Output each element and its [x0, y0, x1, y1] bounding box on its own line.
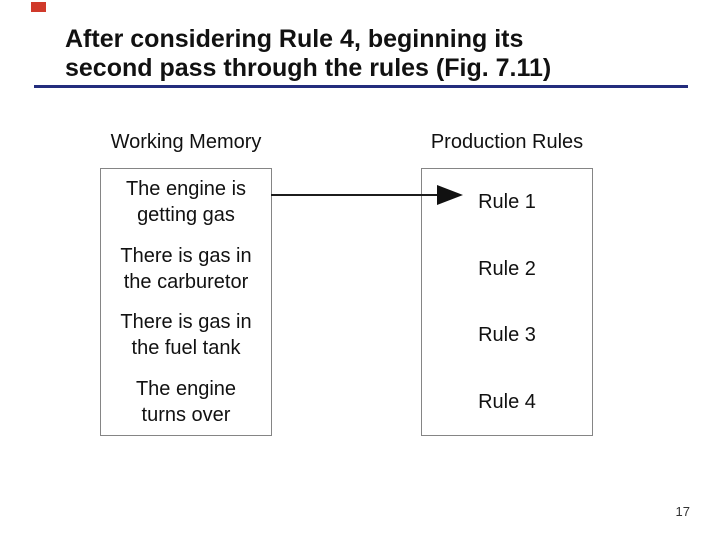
working-memory-item-1: The engine is getting gas — [101, 169, 271, 236]
arrow-head-icon — [437, 185, 463, 205]
rule-2: Rule 2 — [478, 257, 536, 280]
item-text: getting gas — [137, 204, 235, 227]
arrow-line — [271, 194, 438, 196]
title-underline — [34, 85, 688, 88]
item-text: turns over — [141, 403, 231, 426]
item-text: the fuel tank — [131, 337, 241, 360]
working-memory-box: The engine is getting gas There is gas i… — [100, 168, 272, 436]
working-memory-item-4: The engine turns over — [101, 369, 271, 436]
item-text: the carburetor — [123, 270, 249, 293]
rule-4: Rule 4 — [478, 390, 536, 413]
working-memory-item-2: There is gas in the carburetor — [101, 236, 271, 303]
item-text: There is gas in — [120, 244, 252, 267]
production-rules-box: Rule 1 Rule 2 Rule 3 Rule 4 — [421, 168, 593, 436]
slide-title-line-2: second pass through the rules (Fig. 7.11… — [65, 54, 552, 82]
slide-title-line-1: After considering Rule 4, beginning its — [65, 25, 524, 53]
working-memory-item-3: There is gas in the fuel tank — [101, 302, 271, 369]
item-text: The engine — [135, 377, 237, 400]
slide-title: After considering Rule 4, beginning its … — [65, 25, 705, 83]
rule-3: Rule 3 — [478, 324, 536, 347]
page-number: 17 — [675, 504, 690, 519]
production-rules-header: Production Rules — [430, 131, 584, 153]
item-text: There is gas in — [120, 311, 252, 334]
rule-1: Rule 1 — [478, 191, 536, 214]
working-memory-header: Working Memory — [110, 131, 262, 153]
slide-accent-mark — [31, 2, 46, 12]
item-text: The engine is — [125, 178, 247, 201]
